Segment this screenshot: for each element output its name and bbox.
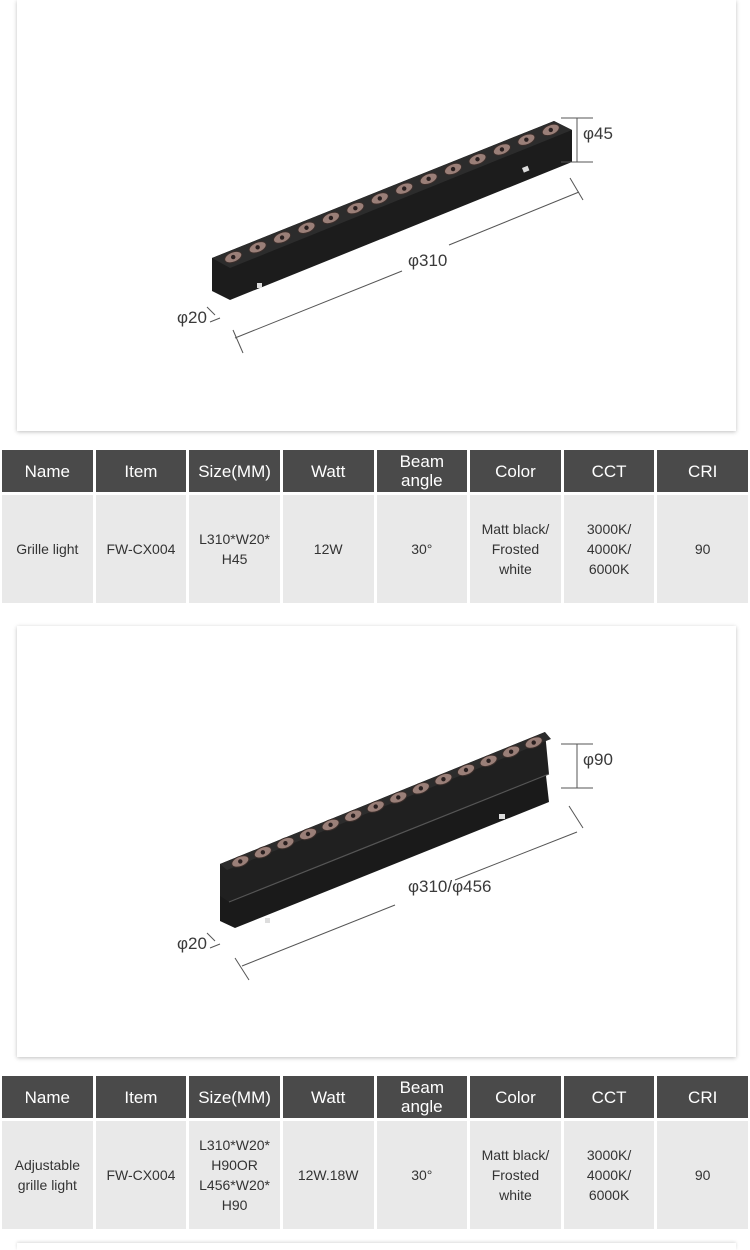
- cell-cri: 90: [657, 495, 748, 603]
- reflector-cell-center: [328, 822, 333, 828]
- table-row: Grille light FW-CX004 L310*W20* H45 12W …: [0, 495, 750, 603]
- reflector-cell-center: [418, 786, 424, 791]
- cell-beam-angle: 30°: [376, 495, 468, 603]
- reflector-cell-center: [238, 859, 243, 864]
- table-header-row: Name Item Size(MM) Watt Beam angle Color…: [0, 450, 750, 492]
- cell-color: Matt black/ Frosted white: [470, 495, 561, 603]
- table-row: Adjustable grille light FW-CX004 L310*W2…: [0, 1121, 750, 1229]
- header-name: Name: [2, 450, 93, 492]
- cell-beam-angle: 30°: [376, 1121, 468, 1229]
- width-dimension-label: φ20: [177, 934, 207, 953]
- reflector-cells: [224, 123, 560, 264]
- reflector-cell-center: [508, 749, 514, 754]
- header-cct: CCT: [563, 450, 655, 492]
- product-image-card-2: φ90 φ310/φ456 φ20: [17, 626, 736, 1057]
- reflector-cell-center: [373, 804, 378, 809]
- width-dimension-label: φ20: [177, 308, 207, 327]
- header-beam-angle: Beam angle: [376, 1076, 468, 1118]
- adjustable-grille-light-drawing: [206, 732, 593, 981]
- dimension-lines: [206, 743, 593, 981]
- header-color: Color: [470, 450, 561, 492]
- reflector-cell-center: [328, 215, 334, 221]
- reflector-cell-center: [426, 176, 431, 182]
- spec-table-2: Name Item Size(MM) Watt Beam angle Color…: [0, 1076, 750, 1229]
- header-size: Size(MM): [189, 450, 280, 492]
- reflector-cell-center: [548, 127, 553, 133]
- reflector-cell-center: [377, 196, 382, 201]
- reflector-cell-center: [305, 831, 311, 837]
- reflector-cell-center: [283, 840, 288, 846]
- header-cri: CRI: [657, 450, 748, 492]
- cell-item: FW-CX004: [95, 1121, 187, 1229]
- reflector-cell-center: [463, 767, 469, 773]
- reflector-cell-center: [304, 225, 309, 230]
- length-dimension-label: φ310: [408, 251, 448, 270]
- product-image-card-1: φ45 φ310 φ20: [17, 0, 736, 431]
- reflector-cell-center: [524, 137, 529, 142]
- header-cct: CCT: [563, 1076, 655, 1118]
- grille-light-drawing: [206, 117, 593, 354]
- reflector-cell-center: [353, 205, 358, 211]
- cell-size: L310*W20* H45: [189, 495, 280, 603]
- reflector-cell-center: [475, 157, 480, 162]
- cell-cct: 3000K/ 4000K/ 6000K: [563, 1121, 655, 1229]
- reflector-cell-center: [499, 147, 505, 152]
- header-name: Name: [2, 1076, 93, 1118]
- reflector-cell-center: [486, 758, 491, 764]
- cell-watt: 12W.18W: [282, 1121, 374, 1229]
- length-dimension-label: φ310/φ456: [408, 877, 492, 896]
- header-color: Color: [470, 1076, 561, 1118]
- header-item: Item: [95, 1076, 187, 1118]
- cell-item: FW-CX004: [95, 495, 187, 603]
- reflector-cell-center: [402, 186, 407, 191]
- reflector-cell-center: [231, 254, 236, 260]
- reflector-cells: [231, 736, 543, 868]
- header-beam-angle: Beam angle: [376, 450, 468, 492]
- cell-color: Matt black/ Frosted white: [470, 1121, 561, 1229]
- header-cri: CRI: [657, 1076, 748, 1118]
- cell-size: L310*W20* H90OR L456*W20* H90: [189, 1121, 280, 1229]
- next-card-edge: [17, 1243, 736, 1250]
- reflector-cell-center: [255, 245, 260, 250]
- reflector-cell-center: [396, 795, 401, 800]
- dimension-lines: [206, 117, 593, 354]
- cell-cri: 90: [657, 1121, 748, 1229]
- height-dimension-label: φ45: [583, 124, 613, 143]
- reflector-cell-center: [260, 850, 266, 855]
- header-watt: Watt: [282, 1076, 374, 1118]
- header-watt: Watt: [282, 450, 374, 492]
- cell-name: Grille light: [2, 495, 93, 603]
- cell-cct: 3000K/ 4000K/ 6000K: [563, 495, 655, 603]
- reflector-cell-center: [531, 740, 536, 745]
- cell-name: Adjustable grille light: [2, 1121, 93, 1229]
- header-size: Size(MM): [189, 1076, 280, 1118]
- reflector-cell-center: [450, 166, 456, 172]
- header-item: Item: [95, 450, 187, 492]
- cell-watt: 12W: [282, 495, 374, 603]
- height-dimension-label: φ90: [583, 750, 613, 769]
- reflector-cell-center: [350, 813, 356, 818]
- reflector-cell-center: [441, 776, 446, 782]
- table-header-row: Name Item Size(MM) Watt Beam angle Color…: [0, 1076, 750, 1118]
- spec-table-1: Name Item Size(MM) Watt Beam angle Color…: [0, 450, 750, 603]
- reflector-cell-center: [279, 235, 285, 240]
